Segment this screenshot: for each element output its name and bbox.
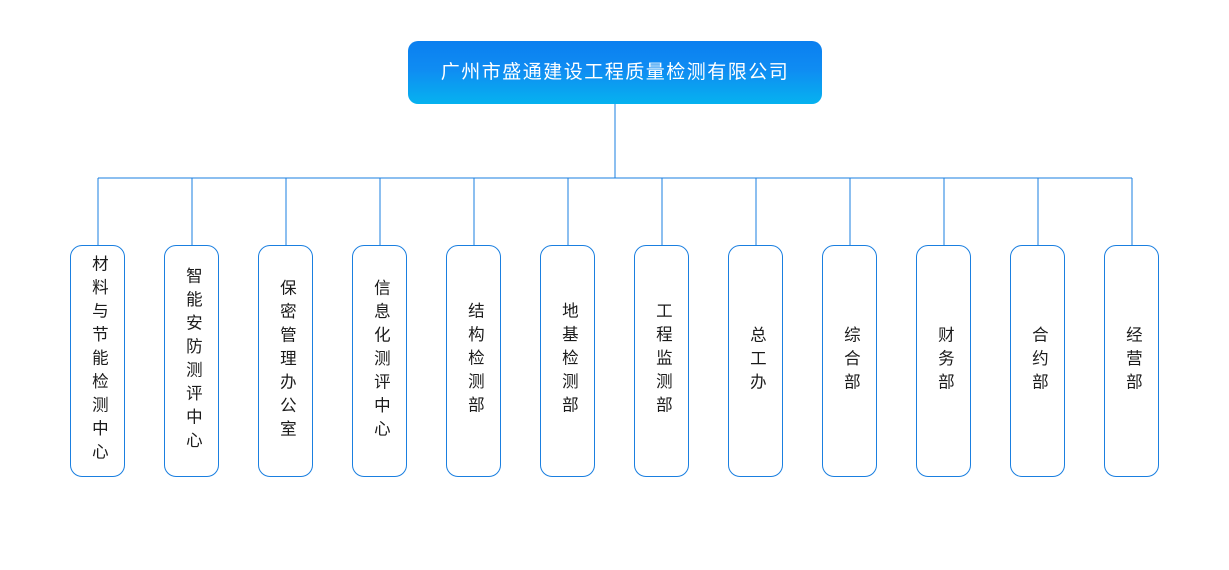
dept-node-12[interactable]: 经营部 xyxy=(1104,245,1159,477)
dept-node-3[interactable]: 保密管理办公室 xyxy=(258,245,313,477)
dept-node-6[interactable]: 地基检测部 xyxy=(540,245,595,477)
dept-node-label: 财务部 xyxy=(935,325,954,397)
dept-node-10[interactable]: 财务部 xyxy=(916,245,971,477)
dept-node-label: 保密管理办公室 xyxy=(277,278,296,444)
dept-node-label: 工程监测部 xyxy=(653,302,672,420)
dept-node-8[interactable]: 总工办 xyxy=(728,245,783,477)
dept-node-label: 信息化测评中心 xyxy=(371,278,390,444)
dept-node-label: 经营部 xyxy=(1123,325,1142,397)
dept-node-label: 结构检测部 xyxy=(465,302,484,420)
dept-node-label: 智能安防测评中心 xyxy=(183,267,202,455)
dept-node-label: 材料与节能检测中心 xyxy=(89,255,108,467)
dept-node-5[interactable]: 结构检测部 xyxy=(446,245,501,477)
dept-node-label: 综合部 xyxy=(841,325,860,397)
root-node-company[interactable]: 广州市盛通建设工程质量检测有限公司 xyxy=(408,41,822,104)
dept-node-label: 总工办 xyxy=(747,325,766,397)
root-node-label: 广州市盛通建设工程质量检测有限公司 xyxy=(440,62,790,83)
dept-node-4[interactable]: 信息化测评中心 xyxy=(352,245,407,477)
dept-node-label: 地基检测部 xyxy=(559,302,578,420)
dept-node-label: 合约部 xyxy=(1029,325,1048,397)
dept-node-9[interactable]: 综合部 xyxy=(822,245,877,477)
dept-node-1[interactable]: 材料与节能检测中心 xyxy=(70,245,125,477)
dept-node-2[interactable]: 智能安防测评中心 xyxy=(164,245,219,477)
dept-node-11[interactable]: 合约部 xyxy=(1010,245,1065,477)
dept-node-7[interactable]: 工程监测部 xyxy=(634,245,689,477)
